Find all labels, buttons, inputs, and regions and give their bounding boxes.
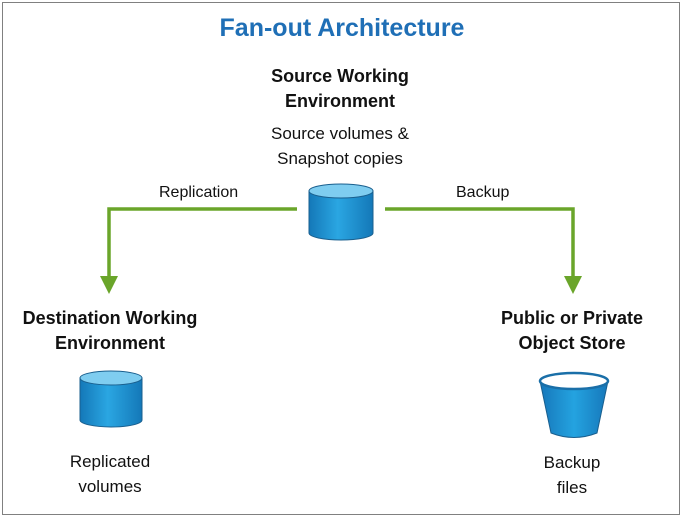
- destination-database-icon: [79, 370, 143, 428]
- source-heading-line2: Environment: [284, 91, 395, 111]
- object-store-heading-line2: Object Store: [518, 333, 626, 353]
- destination-desc-line2: volumes: [78, 477, 142, 496]
- replication-edge-label: Replication: [159, 184, 239, 201]
- source-database-icon: [308, 183, 374, 241]
- destination-heading-line2: Environment: [54, 333, 165, 353]
- backup-arrow: [385, 207, 582, 294]
- source-desc-line2: Snapshot copies: [277, 149, 403, 168]
- object-store-heading: Public or Private Object Store: [472, 306, 672, 356]
- object-store-description: Backup files: [522, 450, 622, 500]
- storage-bucket-icon: [538, 371, 610, 438]
- backup-edge-label: Backup: [456, 184, 510, 201]
- destination-desc-line1: Replicated: [69, 452, 151, 471]
- replication-arrow: [100, 207, 297, 294]
- source-description: Source volumes & Snapshot copies: [230, 121, 450, 171]
- destination-description: Replicated volumes: [40, 449, 180, 499]
- source-heading: Source Working Environment: [240, 64, 440, 114]
- destination-heading: Destination Working Environment: [10, 306, 210, 356]
- destination-heading-line1: Destination Working: [22, 308, 198, 328]
- object-store-heading-line1: Public or Private: [500, 308, 644, 328]
- diagram-title: Fan-out Architecture: [219, 14, 465, 42]
- source-desc-line1: Source volumes &: [271, 124, 409, 143]
- source-heading-line1: Source Working: [271, 66, 409, 86]
- object-store-desc-line1: Backup: [543, 453, 601, 472]
- object-store-desc-line2: files: [556, 478, 588, 497]
